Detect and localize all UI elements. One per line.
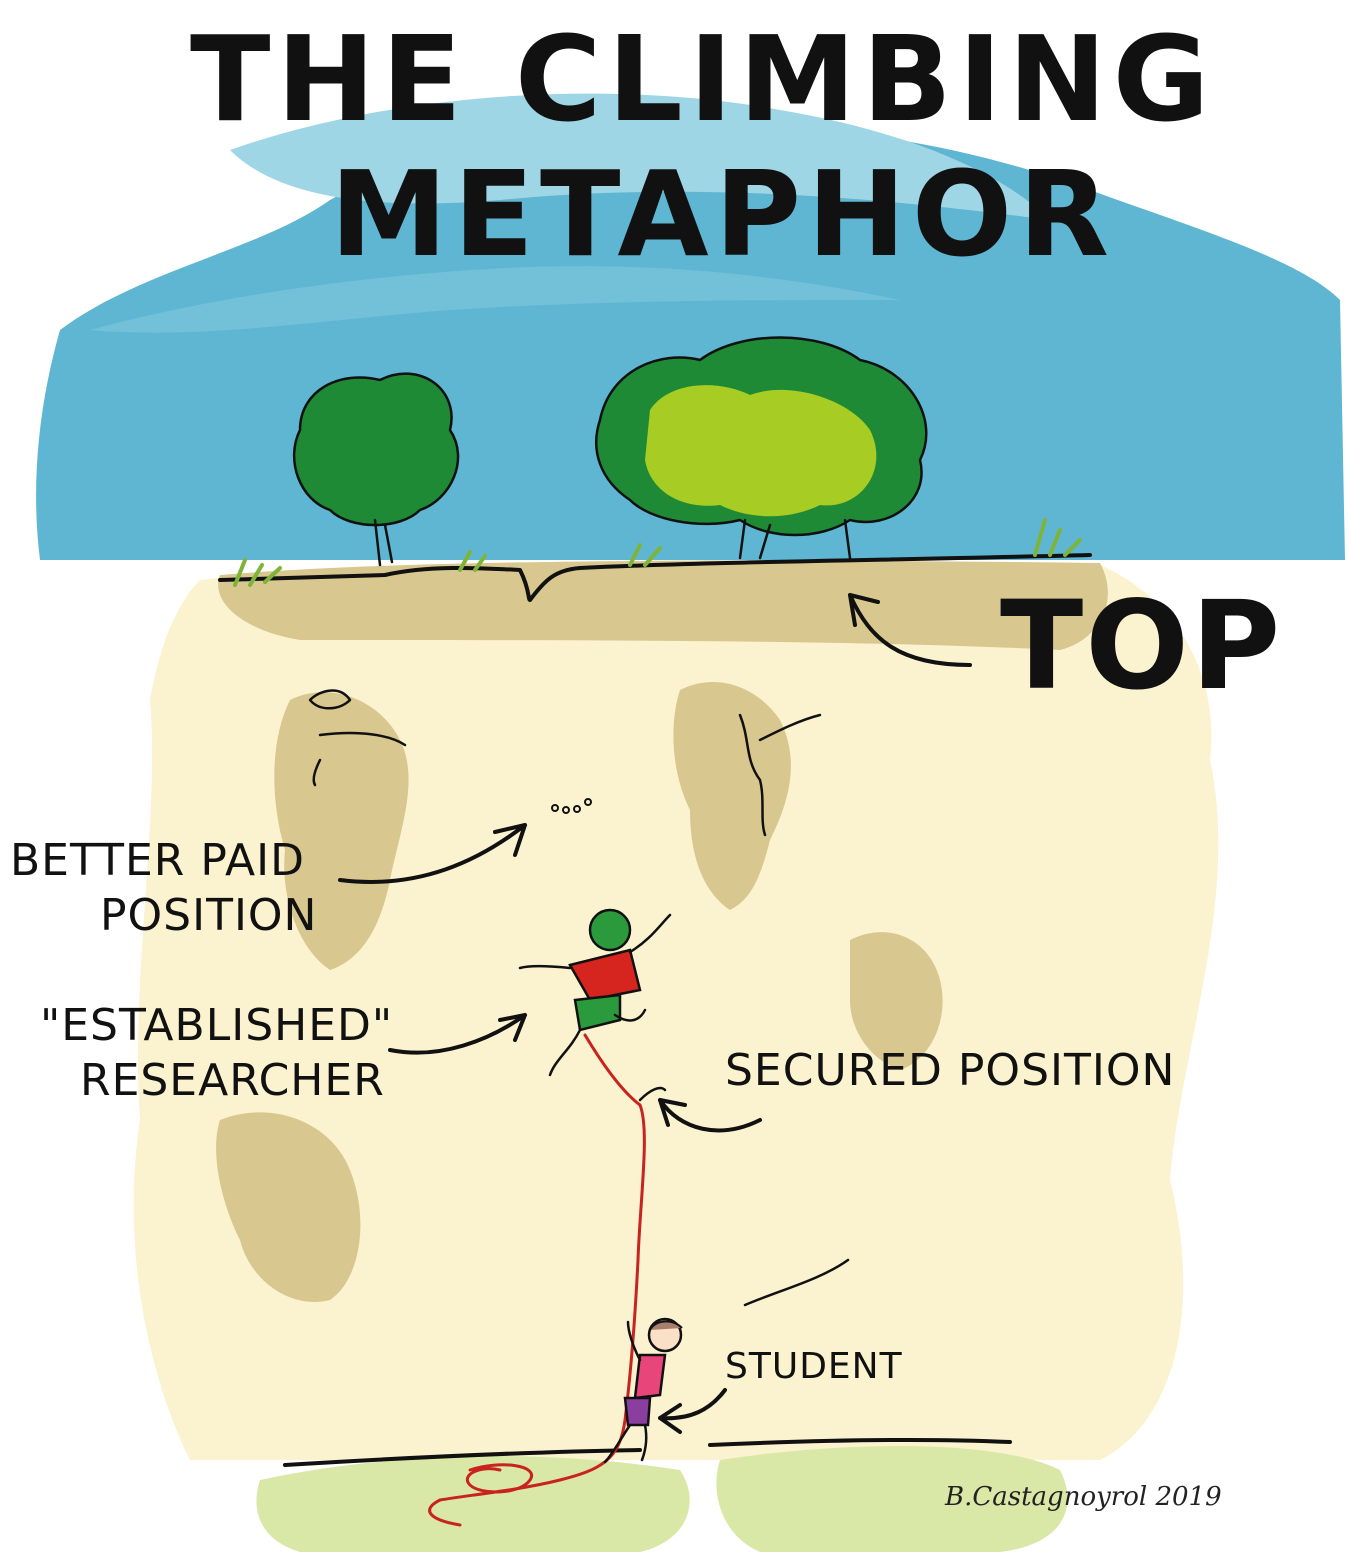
arrow-top bbox=[848, 593, 972, 667]
label-better-paid-line-1: Better Paid bbox=[10, 835, 305, 886]
grass-tufts-top bbox=[233, 518, 1082, 587]
rope-coil bbox=[466, 1463, 534, 1494]
arrows bbox=[338, 593, 972, 1434]
tree-left bbox=[292, 372, 460, 567]
arrow-student bbox=[658, 1388, 727, 1434]
cliff-top-edge bbox=[218, 553, 1092, 602]
student-figure bbox=[603, 1317, 683, 1464]
better-position-hold bbox=[551, 798, 592, 814]
title-line-1: The Climbing bbox=[190, 10, 1216, 148]
arrow-secured bbox=[658, 1098, 762, 1133]
quickdraw-anchor bbox=[638, 1086, 667, 1102]
label-better-paid-line-2: Position bbox=[100, 890, 317, 941]
label-established-line-2: Researcher bbox=[80, 1055, 385, 1106]
label-top: Top bbox=[1000, 575, 1282, 717]
arrow-better-paid bbox=[338, 823, 527, 884]
established-climber-figure bbox=[518, 908, 672, 1077]
label-secured-position: Secured Position bbox=[725, 1045, 1175, 1096]
cliff-cracks bbox=[308, 689, 850, 1307]
artist-signature: B.Castagnoyrol 2019 bbox=[944, 1482, 1222, 1512]
tree-right bbox=[595, 336, 928, 560]
ground-grass bbox=[256, 1437, 1068, 1552]
label-student: Student bbox=[725, 1346, 903, 1387]
label-established-line-1: "Established" bbox=[40, 1000, 393, 1051]
arrow-established bbox=[388, 1013, 527, 1055]
title-line-2: Metaphor bbox=[330, 145, 1115, 283]
